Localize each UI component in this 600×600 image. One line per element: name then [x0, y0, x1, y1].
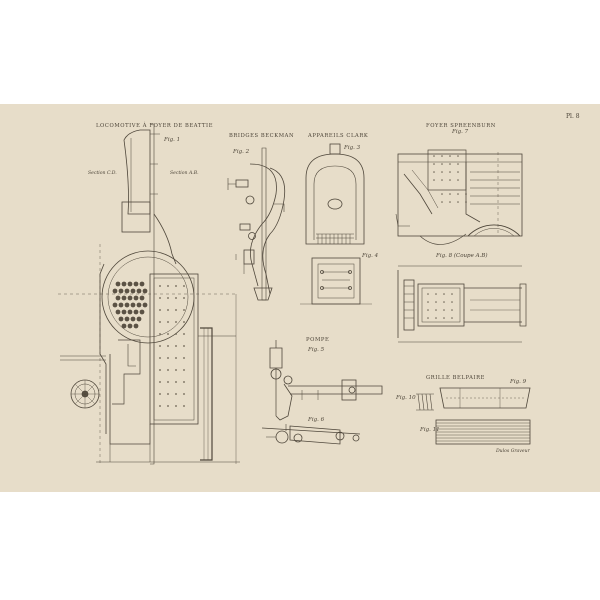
engraved-plate: Pl. 8 LOCOMOTIVE À FOYER DE BEATTIE BRID… [0, 104, 600, 492]
fig6-pump-detail [261, 424, 361, 445]
main-title: LOCOMOTIVE À FOYER DE BEATTIE [96, 123, 214, 129]
label-section-cd: Section C.D. [88, 171, 117, 176]
fig9-grate-bar-section [416, 393, 434, 411]
label-fig7: Fig. 7 [452, 129, 469, 135]
label-fig4: Fig. 4 [362, 253, 379, 259]
fig10-grate-bar-elevation [439, 387, 531, 409]
label-fig2: Fig. 2 [233, 149, 250, 155]
title-spreenburn: FOYER SPREENBURN [426, 123, 496, 129]
title-beckman: BRIDGES BECKMAN [229, 133, 295, 139]
label-fig11: Fig. 11 [420, 427, 440, 433]
engraver-signature: Dulos Graveur [496, 449, 530, 454]
technical-drawing [58, 123, 531, 465]
fig1-firebox-section [58, 123, 240, 465]
plate-number: Pl. 8 [566, 113, 580, 120]
fig4-grate-plan [300, 257, 372, 305]
label-fig10: Fig. 10 [396, 395, 416, 401]
label-fig6: Fig. 6 [308, 417, 325, 423]
fig7-firebox-top-right [395, 149, 523, 245]
fig2-valve-assembly [227, 147, 286, 301]
title-belpaire: GRILLE BELPAIRE [426, 375, 485, 381]
fig5-pump [269, 340, 383, 421]
label-fig3: Fig. 3 [344, 145, 361, 151]
label-section-ab: Section A.B. [170, 171, 199, 176]
fig3-clark-arch [305, 143, 365, 245]
label-fig9: Fig. 9 [510, 379, 527, 385]
label-fig5: Fig. 5 [308, 347, 325, 353]
fig8-plan-coupe-ab [397, 265, 527, 343]
label-fig1: Fig. 1 [164, 137, 181, 143]
label-fig8: Fig. 8 (Coupe A.B) [436, 253, 488, 259]
fig11-grate-plan [435, 419, 531, 445]
title-pumps: POMPE [306, 337, 330, 343]
title-clark: APPAREILS CLARK [308, 133, 369, 139]
